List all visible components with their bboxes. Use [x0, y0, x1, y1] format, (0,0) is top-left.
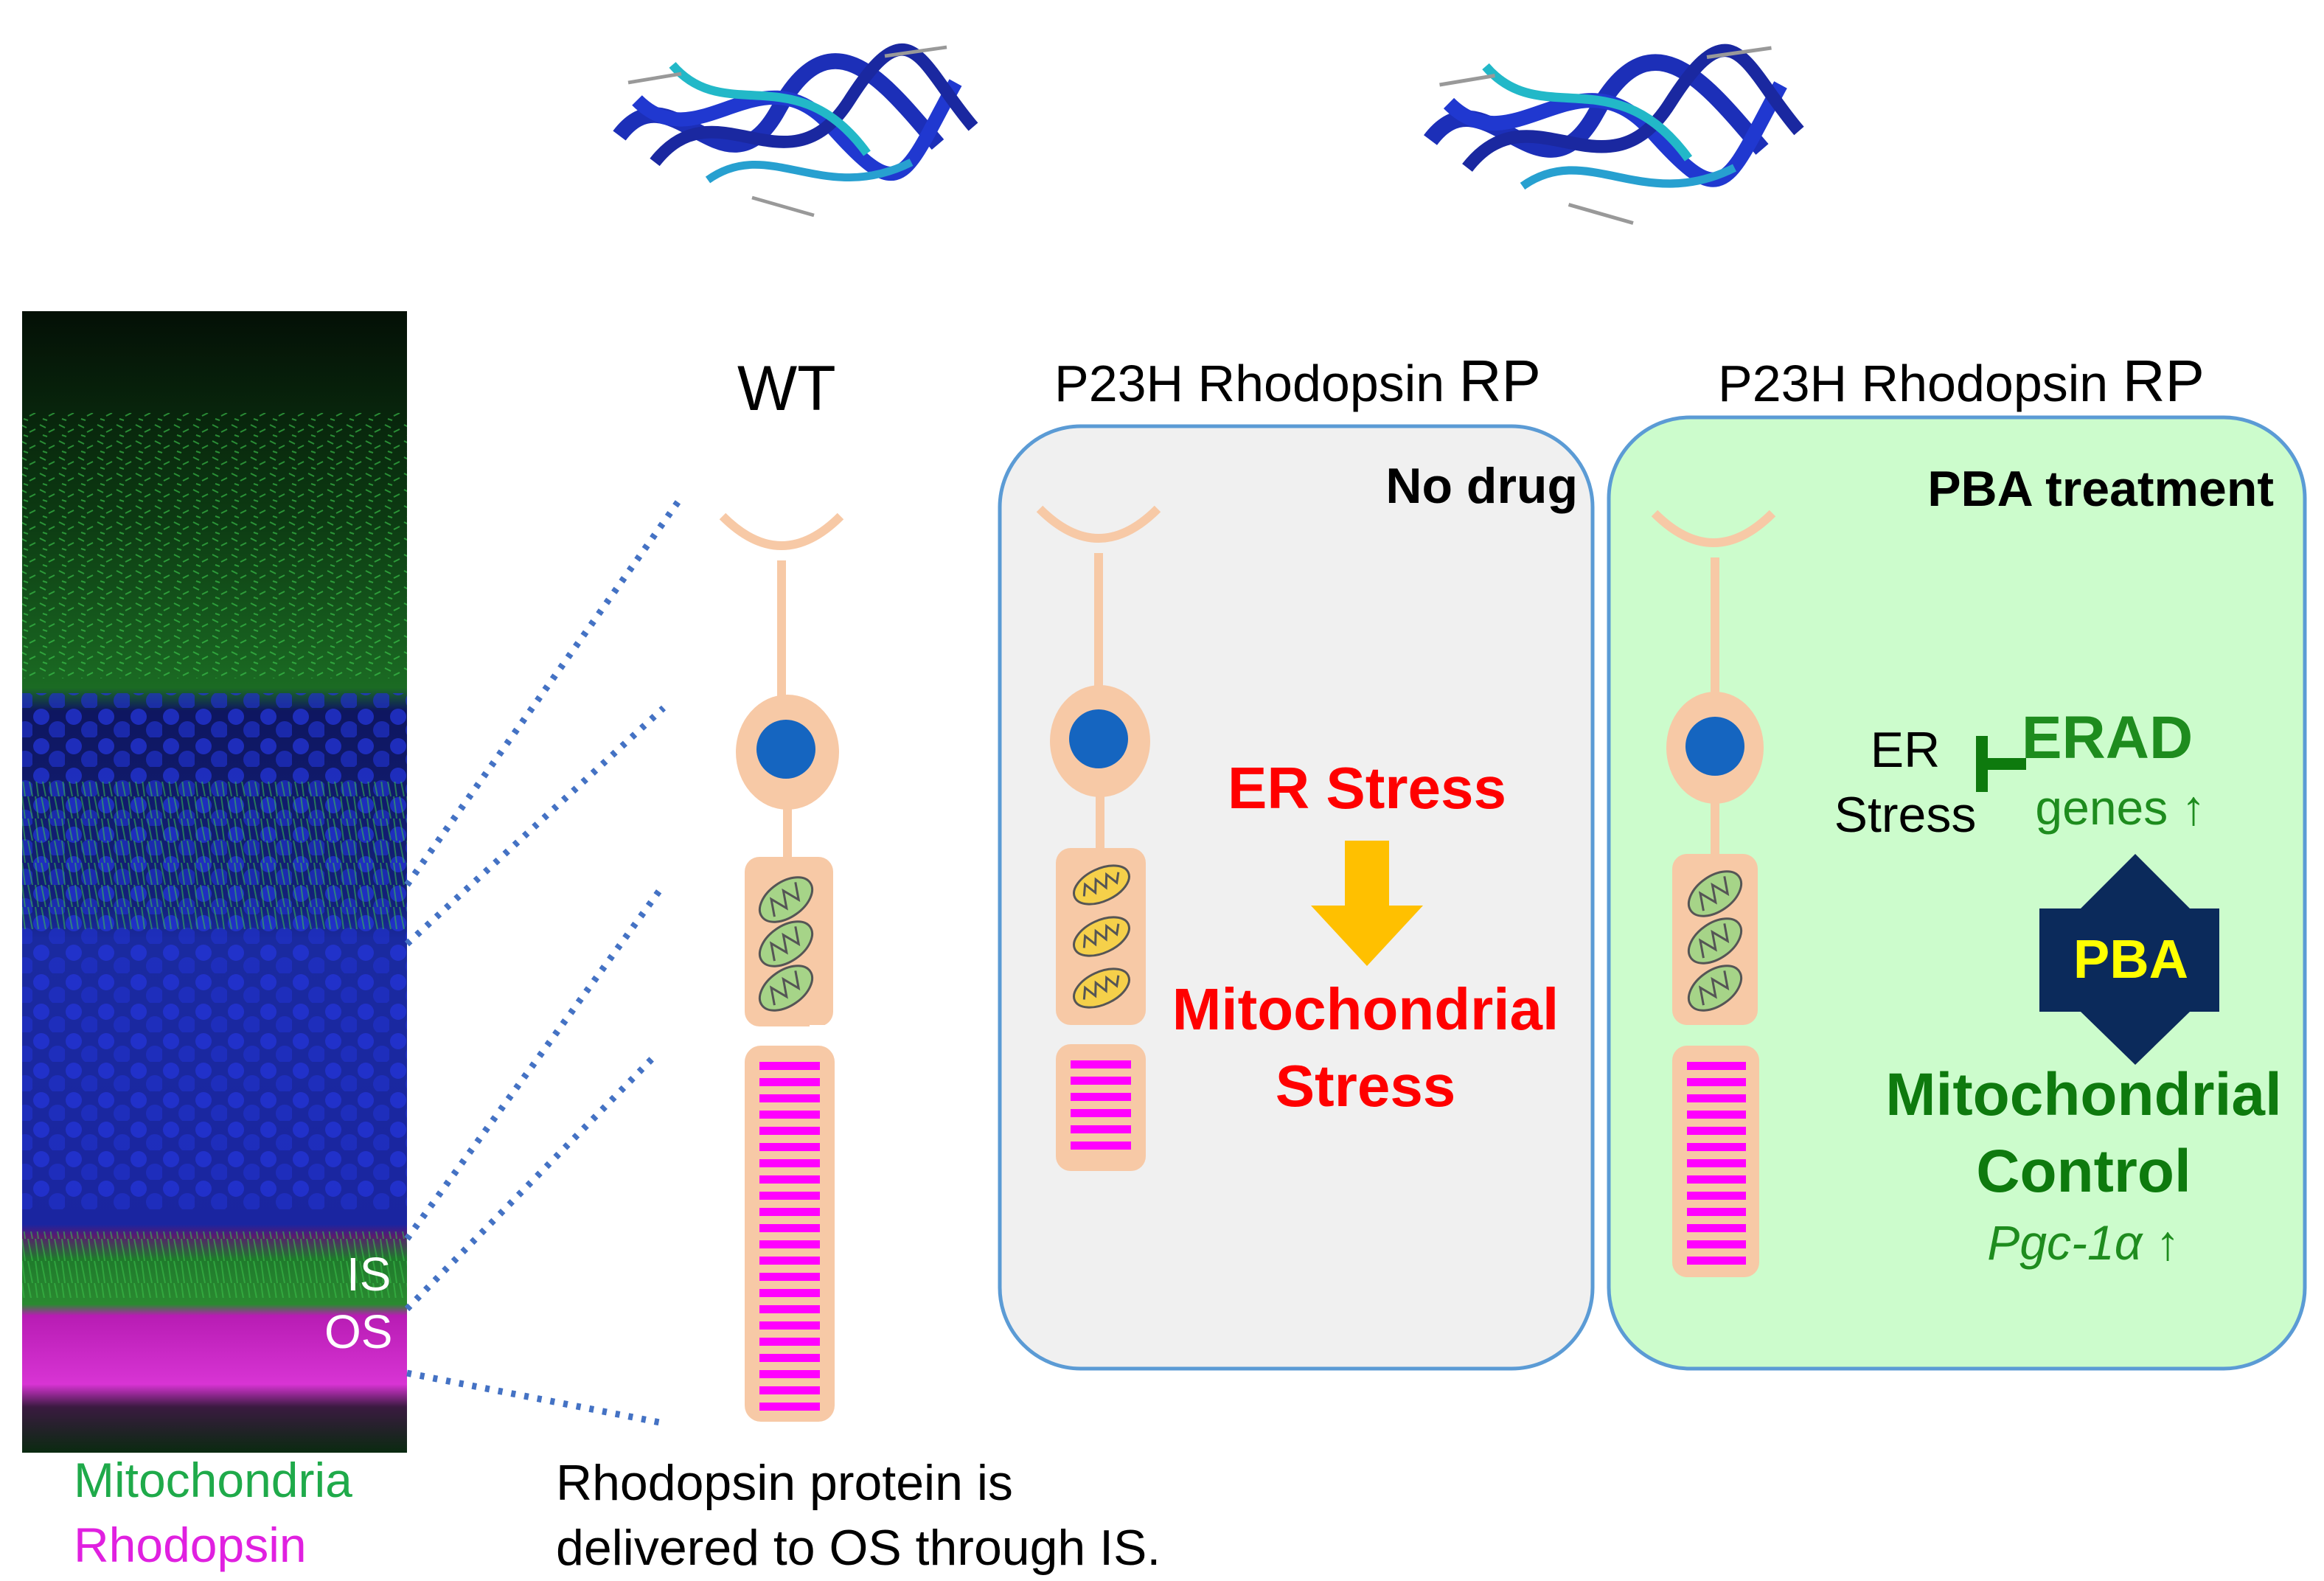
caption-line2: delivered to OS through IS.: [556, 1520, 1161, 1576]
down-arrow-icon: [1311, 841, 1423, 966]
mito-stress-line2: Stress: [1276, 1053, 1456, 1119]
zoom-lines: [404, 499, 681, 1427]
er-stress-label: ER Stress: [1228, 755, 1506, 821]
nodrug-title-prefix: P23H Rhodopsin: [1054, 355, 1444, 412]
nodrug-title-suffix: RP: [1459, 348, 1541, 414]
caption-line1: Rhodopsin protein is: [556, 1455, 1013, 1511]
mito-stress-line1: Mitochondrial: [1172, 976, 1559, 1042]
is-label: IS: [347, 1248, 391, 1301]
wt-title: WT: [737, 353, 836, 424]
photoreceptor-wt-icon: [719, 512, 844, 1422]
protein-structure-wt-icon: [619, 47, 973, 215]
mito-control-line2: Control: [1976, 1138, 2191, 1205]
pba-er-stress-line2: Stress: [1834, 787, 1977, 843]
pgc-label: Pgc-1α ↑: [1987, 1215, 2179, 1270]
pba-drug-label: PBA: [2073, 928, 2188, 990]
nodrug-panel-title: P23H Rhodopsin RP: [1054, 348, 1541, 414]
inhibition-icon: [1976, 736, 2026, 792]
mito-control-line1: Mitochondrial: [1885, 1061, 2282, 1128]
legend-rhodopsin: Rhodopsin: [74, 1518, 307, 1572]
pba-title-suffix: RP: [2123, 348, 2205, 414]
pba-er-stress-line1: ER: [1871, 722, 1940, 778]
retina-micrograph: IS OS: [22, 311, 407, 1453]
double-arrow-icon: [2039, 854, 2219, 1065]
erad-label: ERAD: [2022, 704, 2193, 771]
legend-mitochondria: Mitochondria: [74, 1453, 352, 1507]
erad-genes-label: genes ↑: [2035, 780, 2205, 835]
photoreceptor-nodrug-icon: [1036, 505, 1161, 1171]
os-label: OS: [324, 1305, 392, 1358]
pba-condition-label: PBA treatment: [1927, 461, 2274, 517]
pba-panel: [1607, 415, 2307, 1371]
nodrug-panel: [998, 424, 1595, 1371]
nodrug-condition-label: No drug: [1385, 458, 1578, 514]
protein-structure-p23h-icon: [1430, 48, 1799, 223]
photoreceptor-pba-icon: [1651, 510, 1776, 1277]
pba-panel-title: P23H Rhodopsin RP: [1718, 348, 2205, 414]
pba-title-prefix: P23H Rhodopsin: [1718, 355, 2108, 412]
